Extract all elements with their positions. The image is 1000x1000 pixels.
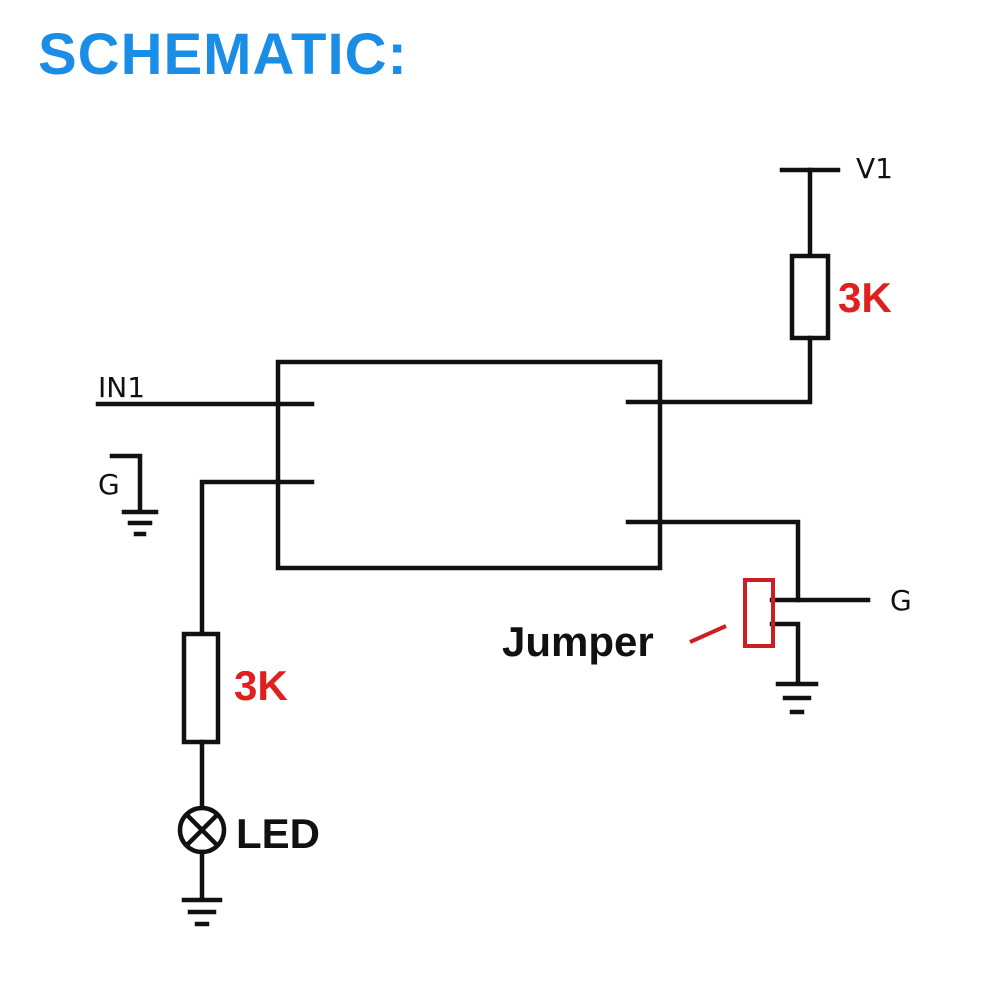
gnd-left-label: G	[98, 468, 120, 501]
jumper-label: Jumper	[502, 618, 654, 665]
gnd-left-wire	[109, 453, 143, 513]
pullup-wire	[657, 335, 813, 405]
output-wire	[657, 519, 801, 603]
resistor-top	[789, 253, 831, 341]
v1-label: V1	[856, 152, 893, 185]
jumper-block	[743, 578, 775, 648]
module-box	[275, 359, 663, 571]
jumper-ground-wire	[769, 621, 801, 685]
ground-bottom-right-icon	[775, 681, 819, 715]
page-title: SCHEMATIC:	[38, 22, 408, 87]
resistor-bottom	[181, 631, 221, 745]
ground-bottom-left-icon	[181, 897, 223, 927]
led-branch-wire	[199, 479, 281, 637]
in1-label: IN1	[98, 371, 145, 404]
resistor-bottom-value: 3K	[234, 662, 288, 709]
led-lamp-icon	[177, 805, 227, 855]
resistor-top-value: 3K	[838, 274, 892, 321]
gnd-right-label: G	[890, 584, 912, 617]
ground-left-icon	[121, 509, 159, 537]
jumper-pointer	[689, 624, 727, 644]
led-label: LED	[236, 810, 320, 857]
